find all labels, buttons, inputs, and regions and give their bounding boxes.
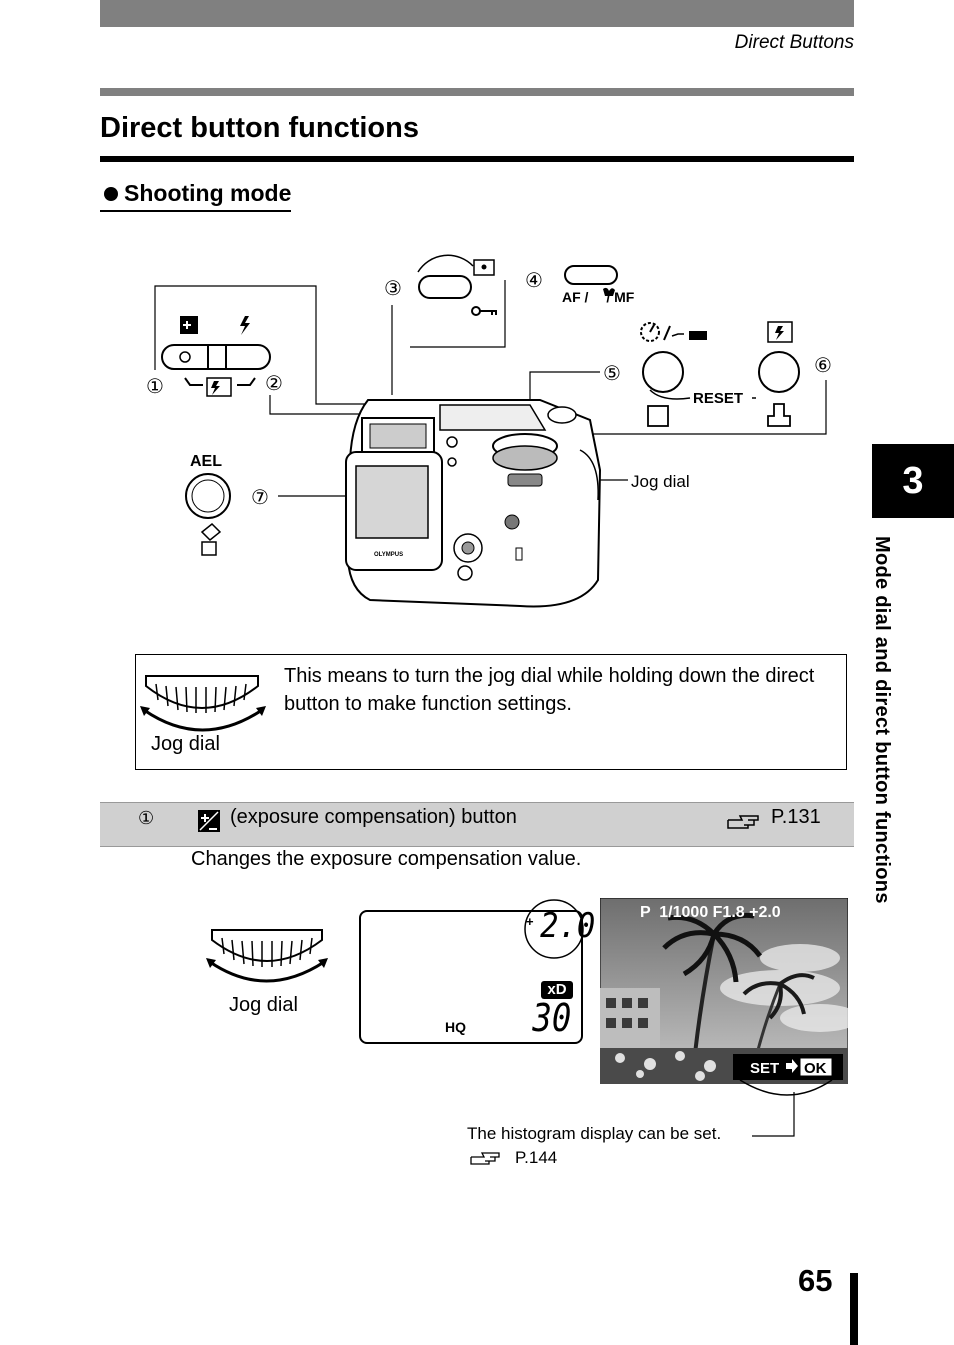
bullet-icon [104,187,118,201]
af-mf-button: AF / / MF [562,265,635,305]
note-box [135,654,847,770]
callout-1: ① [146,376,164,398]
callout-6: ⑥ [814,355,832,377]
section-heading-text: Shooting mode [124,180,292,206]
preview-highlight [739,1079,833,1137]
callout-3: ③ [384,278,402,300]
item-page-ref: P.131 [771,806,821,828]
callout-7: ⑦ [251,487,269,509]
ael-erase-button: AEL [185,453,231,556]
note-text: This means to turn the jog dial while ho… [284,665,815,715]
lcd-quality: HQ [445,1019,466,1035]
chapter-side-label: Mode dial and direct button functions [871,536,893,904]
monitor-preview: SET OK P 1/1000 F1.8 +2.0 [600,898,848,1084]
page-title: Direct button functions [100,112,419,144]
section-heading: Shooting mode [100,180,292,212]
metering-protect-button [417,254,497,316]
page-number: 65 [798,1263,833,1298]
section-header: Direct Buttons [734,32,854,53]
monitor-print-button [752,321,800,427]
svg-text:AF / / MF: AF / / MF [562,289,635,305]
exposure-compensation-icon [198,810,220,832]
reference-pointer-icon [727,815,759,829]
histogram-note: The histogram display can be set. [467,1124,722,1143]
lcd-media-badge: xD [541,981,573,999]
set-label: SET [750,1060,779,1077]
item-number: ① [138,808,155,828]
callout-2: ② [265,373,283,395]
item-label: (exposure compensation) button [230,806,517,828]
chapter-tab: 3 [872,444,954,518]
page-number-bar [850,1273,858,1345]
title-rule-bottom [100,156,854,162]
camera-diagram: ① ② ③ AF / / MF ④ ⑤ RESET ⑥ [146,254,832,608]
jog-dial-label: Jog dial [631,472,690,491]
af-label: AF / [562,289,592,305]
control-panel-lcd [359,910,583,1044]
preview-info: P 1/1000 F1.8 +2.0 [640,904,781,921]
lcd-highlight-circle [524,899,584,959]
title-rule-top [100,88,854,96]
jog-dial-icon [206,929,328,983]
item-description: Changes the exposure compensation value. [191,848,582,870]
reset-label: RESET [693,390,743,407]
lcd-exposure-value: 2.0 [540,906,596,946]
callout-5: ⑤ [603,363,621,385]
self-timer-rotate-button [640,322,707,427]
lcd-sign: + [526,914,534,929]
ok-label: OK [804,1060,827,1077]
histogram-page-ref: P.144 [515,1148,558,1167]
note-jog-label: Jog dial [151,733,220,755]
camera-brand: OLYMPUS [374,552,403,558]
header-bar [100,0,854,27]
exposure-flash-buttons [161,316,271,397]
item-jog-label: Jog dial [229,994,298,1016]
camera-body: OLYMPUS [345,399,602,608]
ael-label: AEL [190,453,222,470]
lcd-frame-count: 30 [532,996,572,1040]
callout-4: ④ [525,270,543,292]
reference-pointer-icon [470,1152,500,1165]
jog-dial-icon [140,675,266,732]
